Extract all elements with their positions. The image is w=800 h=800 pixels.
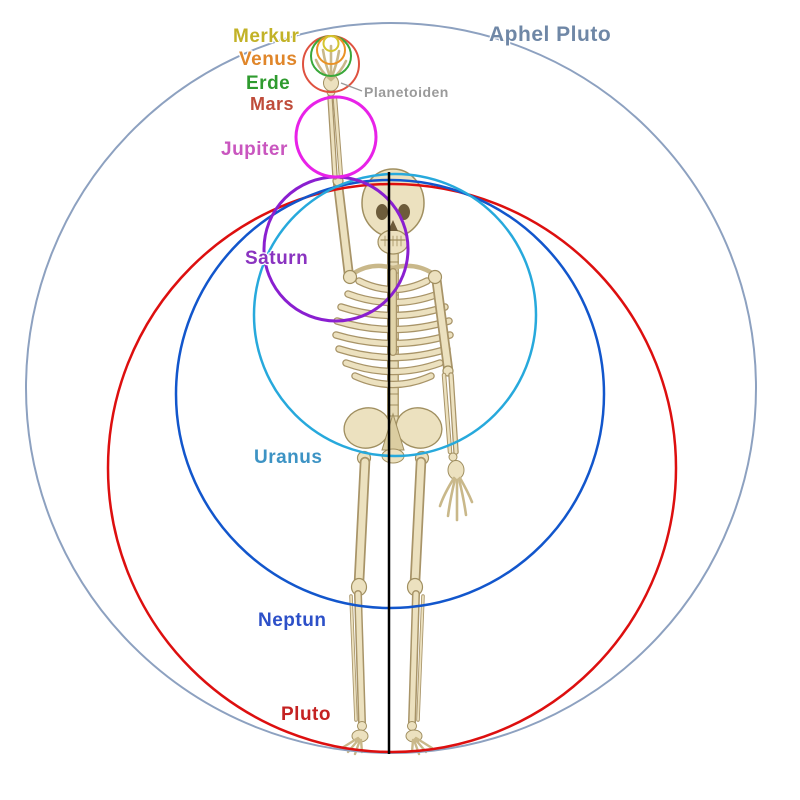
pluto-orbit-circle [106, 182, 678, 754]
merkur-orbit-circle [322, 35, 340, 52]
uranus-orbit-circle [252, 172, 538, 458]
planetoiden-pointer-line [340, 82, 363, 92]
venus-label: Venus [239, 49, 297, 70]
jupiter-label: Jupiter [221, 139, 288, 160]
planetoiden-label: Planetoiden [364, 84, 449, 100]
right-foot [405, 729, 434, 756]
pluto-label: Pluto [281, 704, 331, 725]
right-leg [406, 456, 427, 731]
ribcage [332, 268, 454, 389]
uranus-label: Uranus [254, 447, 322, 468]
saturn-label: Saturn [245, 248, 308, 269]
skeleton-figure [314, 44, 474, 756]
merkur-label: Merkur [233, 26, 299, 47]
left-leg [349, 456, 371, 731]
mars-label: Mars [250, 94, 294, 114]
erde-label: Erde [246, 73, 290, 94]
hanging-arm [427, 269, 474, 522]
neptun-label: Neptun [258, 610, 326, 631]
raised-arm [314, 44, 358, 285]
aphel-pluto-label: Aphel Pluto [489, 23, 611, 46]
jupiter-orbit-circle [294, 95, 378, 179]
